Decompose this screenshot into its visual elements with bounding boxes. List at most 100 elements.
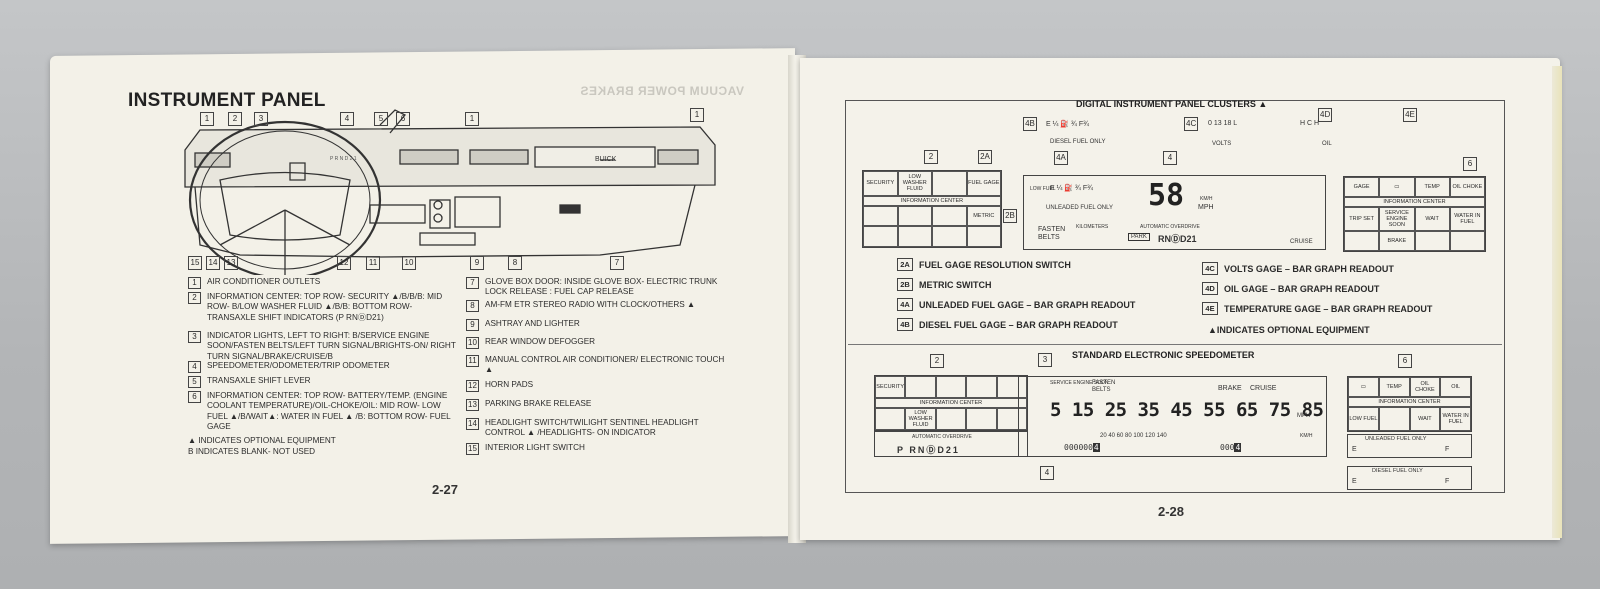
page-edge xyxy=(1552,66,1562,538)
standard-info-center: SECURITY INFORMATION CENTER LOW WASHER F… xyxy=(874,375,1028,431)
mph-unit: MPH xyxy=(1198,204,1214,211)
tag-2a: 2A xyxy=(978,150,992,164)
callout-12: 12 xyxy=(337,256,351,270)
callout-1b: 1 xyxy=(465,112,479,126)
std-belts: BELTS xyxy=(1092,387,1111,393)
callout-13: 13 xyxy=(224,256,238,270)
optional-note: ▲ INDICATES OPTIONAL EQUIPMENT xyxy=(188,436,336,445)
park-indicator: PARK xyxy=(1128,233,1150,241)
callout-15: 15 xyxy=(188,256,202,270)
trip-odometer: 0004 xyxy=(1220,443,1242,452)
callout-2: 2 xyxy=(228,112,242,126)
page-title: INSTRUMENT PANEL xyxy=(128,90,326,111)
tag-2b: 2B xyxy=(1003,209,1017,223)
volts-label: VOLTS xyxy=(1212,141,1232,147)
digital-cluster xyxy=(1023,175,1326,250)
gear-indicator: RNⒹD21 xyxy=(1158,234,1197,244)
digital-section-title: DIGITAL INSTRUMENT PANEL CLUSTERS ▲ xyxy=(1076,99,1268,109)
callout-1: 1 xyxy=(200,112,214,126)
callout-6: 6 xyxy=(396,112,410,126)
tag-4c: 4C xyxy=(1184,117,1199,131)
right-page xyxy=(800,58,1560,540)
std-service: SERVICE ENGINE SOON xyxy=(1050,380,1109,386)
std-fasten: FASTEN xyxy=(1092,380,1116,386)
bleed-through-text: VACUUM POWER BRAKES xyxy=(580,84,744,98)
diesel-f: F xyxy=(1445,478,1450,485)
callout-3: 3 xyxy=(254,112,268,126)
fasten-label: FASTEN xyxy=(1038,226,1066,233)
callout-11: 11 xyxy=(366,256,380,270)
diesel-scale: E ¼ ⛽ ¾ F¾ xyxy=(1046,121,1089,128)
tag-2-std: 2 xyxy=(930,354,944,368)
tag-4-std: 4 xyxy=(1040,466,1054,480)
callout-4: 4 xyxy=(340,112,354,126)
diesel-fuel-gage xyxy=(1347,466,1472,490)
auto-od-label: AUTOMATIC OVERDRIVE xyxy=(1140,224,1200,230)
tag-4a: 4A xyxy=(1054,151,1068,165)
oil-label: OIL xyxy=(1322,141,1332,147)
instrument-panel-diagram: BUICK P R N D 2 1 xyxy=(184,109,716,275)
unleaded-f: F xyxy=(1445,446,1450,453)
tag-3: 3 xyxy=(1038,353,1052,367)
callout-8: 8 xyxy=(508,256,522,270)
kilometers-label: KILOMETERS xyxy=(1076,224,1109,230)
diesel-label-std: DIESEL FUEL ONLY xyxy=(1372,468,1423,474)
tag-4e: 4E xyxy=(1403,108,1417,122)
oil-scale: H C H xyxy=(1300,120,1320,127)
unleaded-scale: E ¼ ⛽ ¾ F¾ xyxy=(1050,185,1093,192)
diagram-frame xyxy=(845,100,1505,493)
diesel-label: DIESEL FUEL ONLY xyxy=(1050,139,1106,145)
tag-4d: 4D xyxy=(1318,108,1333,122)
standard-gear-box xyxy=(874,431,1028,457)
std-auto-od: AUTOMATIC OVERDRIVE xyxy=(912,434,972,440)
diesel-e: E xyxy=(1352,478,1357,485)
unleaded-label-std: UNLEADED FUEL ONLY xyxy=(1365,436,1427,442)
callout-5: 5 xyxy=(374,112,388,126)
tag-6: 6 xyxy=(1463,157,1477,171)
std-gear-indicator: P RNⒹD21 xyxy=(897,445,960,455)
tag-2: 2 xyxy=(924,150,938,164)
tag-4b: 4B xyxy=(1023,117,1037,131)
blank-note: B INDICATES BLANK- NOT USED xyxy=(188,447,316,456)
kmh-unit: km/h xyxy=(1200,196,1213,202)
mph-unit-std: MPH xyxy=(1297,413,1311,419)
unleaded-label: UNLEADED FUEL ONLY xyxy=(1046,205,1114,211)
low-fuel-label: LOW FUEL xyxy=(1030,186,1056,192)
optional-equipment-note: ▲INDICATES OPTIONAL EQUIPMENT xyxy=(1208,325,1370,335)
kmh-scale: 20 40 60 80 100 120 140 xyxy=(1100,433,1167,439)
callout-14: 14 xyxy=(206,256,220,270)
tag-6-std: 6 xyxy=(1398,354,1412,368)
callout-1c: 1 xyxy=(690,108,704,122)
std-brake: BRAKE xyxy=(1218,385,1242,392)
kmh-unit-std: km/h xyxy=(1300,433,1313,439)
belts-label: BELTS xyxy=(1038,234,1060,241)
callout-9: 9 xyxy=(470,256,484,270)
odometer: 0000004 xyxy=(1064,443,1100,452)
unleaded-fuel-gage xyxy=(1347,434,1472,458)
unleaded-e: E xyxy=(1352,446,1357,453)
standard-section-title: STANDARD ELECTRONIC SPEEDOMETER xyxy=(1072,350,1255,360)
svg-text:P R N D 2 1: P R N D 2 1 xyxy=(330,156,357,162)
